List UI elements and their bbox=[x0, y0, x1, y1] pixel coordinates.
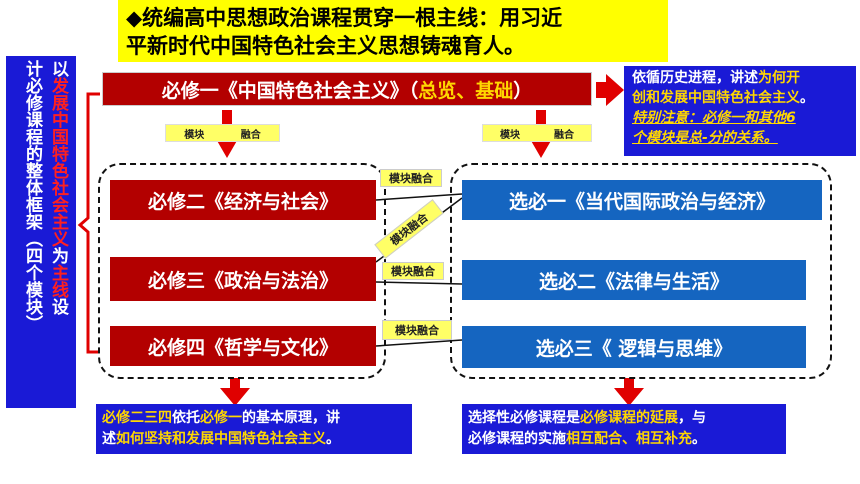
note-highlight: 如何坚持和发展中国特色社会主义 bbox=[116, 431, 326, 447]
tag-merge: 融合 bbox=[240, 129, 261, 141]
left-brace bbox=[77, 92, 100, 354]
elective-relation-note: 选择性必修课程是必修课程的延展，与 必修课程的实施相互配合、相互补充。 bbox=[462, 404, 786, 454]
main-line-banner: ◆统编高中思想政治课程贯穿一根主线：用习近 平新时代中国特色社会主义思想铸魂育人… bbox=[118, 0, 668, 62]
module-merge-tag-left: 模块 融合 bbox=[165, 124, 280, 142]
note-text: 必修课程的实施 bbox=[468, 431, 566, 447]
required-3-box: 必修三《政治与法治》 bbox=[110, 257, 376, 301]
required-1-highlight: 总览、基础 bbox=[418, 79, 514, 102]
required-1-title: 必修一《中国特色社会主义》（ bbox=[161, 79, 419, 102]
required-2-box: 必修二《经济与社会》 bbox=[110, 180, 376, 220]
history-note: 依循历史进程，讲述为何开 创和发展中国特色社会主义。 特别注意：必修一和其他6 … bbox=[624, 66, 856, 156]
elective-1-box: 选必一《当代国际政治与经济》 bbox=[462, 180, 822, 220]
merge-tag-r4-e3: 模块融合 bbox=[382, 320, 452, 340]
required-4-box: 必修四《哲学与文化》 bbox=[110, 326, 376, 366]
note-highlight: 为何开 bbox=[758, 70, 800, 86]
elective-2-box: 选必二《法律与生活》 bbox=[462, 260, 806, 300]
note-text: 述 bbox=[102, 431, 116, 447]
line-r3-e2 bbox=[375, 281, 463, 285]
banner-line2: 平新时代中国特色社会主义思想铸魂育人。 bbox=[126, 34, 525, 58]
panel-column-left: 计必修课程的整体框架（四个模块） bbox=[22, 60, 42, 332]
note-highlight: 必修一 bbox=[200, 410, 242, 426]
required-1-close: ） bbox=[513, 79, 533, 102]
note-highlight: 必修课程的延展 bbox=[580, 410, 678, 426]
note-text: 依循历史进程，讲述 bbox=[632, 70, 758, 86]
elective-group-outline bbox=[450, 163, 832, 379]
note-text: 依托 bbox=[172, 410, 200, 426]
note-text: 选择性必修课程是 bbox=[468, 410, 580, 426]
special-attention-text: 个模块是总-分的关系。 bbox=[632, 130, 778, 146]
note-highlight: 必修二三四 bbox=[102, 410, 172, 426]
arrow-right-to-note bbox=[596, 74, 624, 106]
line-r4-e3 bbox=[375, 339, 463, 347]
panel-text: 为 bbox=[48, 247, 68, 264]
framework-vertical-panel: 以发展中国特色社会主义为主线设 计必修课程的整体框架（四个模块） bbox=[6, 56, 76, 408]
module-merge-tag-right: 模块 融合 bbox=[482, 124, 592, 142]
note-text: 。 bbox=[692, 431, 706, 447]
elective-3-box: 选必三《 逻辑与思维》 bbox=[462, 326, 806, 368]
special-attention-text: 特别注意：必修一和其他6 bbox=[632, 110, 796, 126]
note-text: 的基本原理，讲 bbox=[242, 410, 340, 426]
merge-tag-r3-e2: 模块融合 bbox=[382, 262, 444, 280]
tag-module: 模块 bbox=[184, 129, 205, 141]
note-highlight: 相互配合、相互补充 bbox=[566, 431, 692, 447]
panel-text: 设 bbox=[48, 298, 68, 315]
panel-column-right: 以发展中国特色社会主义为主线设 bbox=[44, 60, 68, 315]
tag-merge: 融合 bbox=[554, 129, 574, 141]
arrow-down-bottom-left bbox=[220, 378, 250, 406]
required-relation-note: 必修二三四依托必修一的基本原理，讲 述如何坚持和发展中国特色社会主义。 bbox=[96, 404, 412, 454]
panel-text-highlight: 发展中国特色社会主义 bbox=[48, 77, 68, 247]
panel-text: 以 bbox=[48, 60, 68, 77]
note-highlight: 创和发展中国特色社会主义 bbox=[632, 90, 800, 106]
tag-module: 模块 bbox=[500, 129, 520, 141]
panel-text-highlight: 主线 bbox=[48, 264, 68, 298]
merge-tag-r2-e1: 模块融合 bbox=[380, 169, 442, 187]
note-text: ，与 bbox=[678, 410, 706, 426]
banner-line1-b: 用习近 bbox=[499, 6, 563, 30]
required-1-box: 必修一《中国特色社会主义》（总览、基础） bbox=[102, 72, 592, 106]
line-r2-e1 bbox=[375, 193, 463, 201]
note-text: 。 bbox=[800, 90, 814, 106]
arrow-down-bottom-right bbox=[614, 378, 644, 406]
note-text: 。 bbox=[326, 431, 340, 447]
banner-line1-a: ◆统编高中思想政治课程贯穿一根主线： bbox=[126, 6, 500, 30]
